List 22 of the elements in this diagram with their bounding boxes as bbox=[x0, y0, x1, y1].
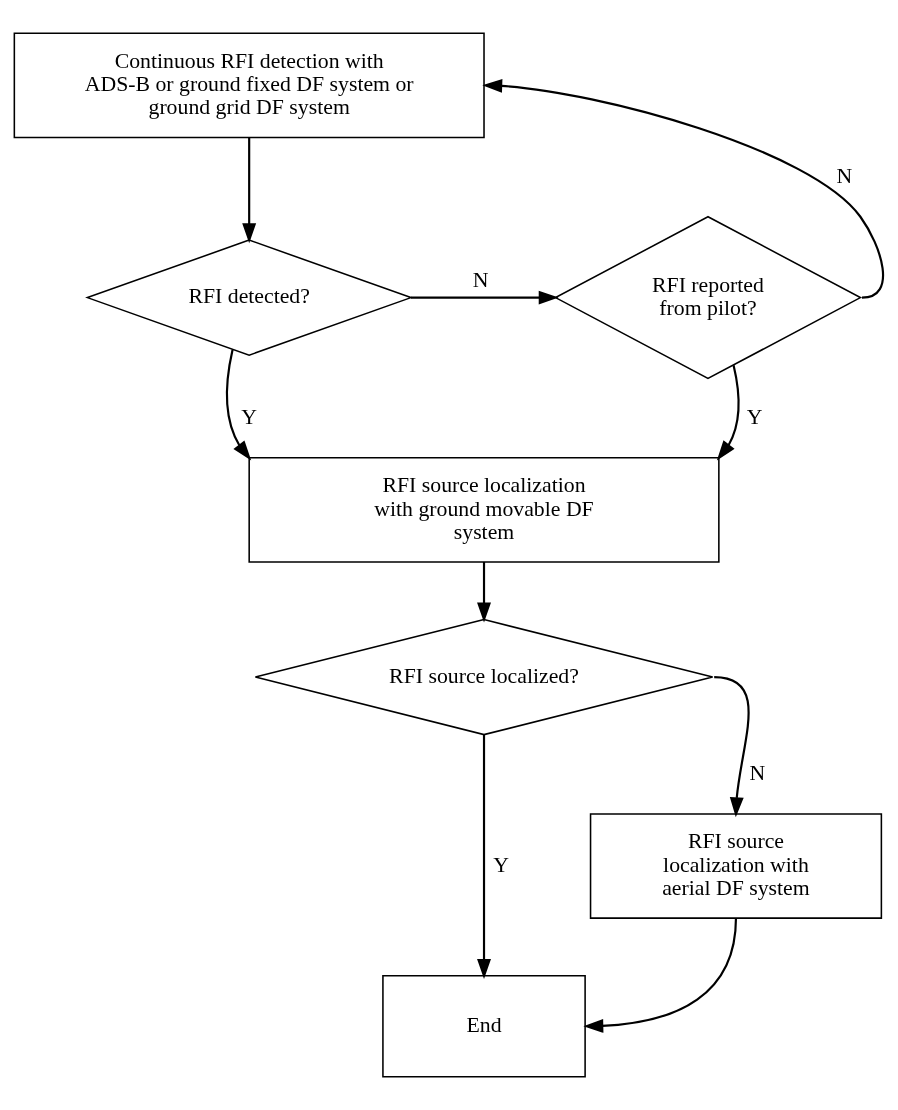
node-box: RFI source localization with ground movable DF system bbox=[248, 457, 720, 563]
edge-label: Y bbox=[746, 404, 762, 429]
edge-label: Y bbox=[241, 404, 257, 429]
edge-label: N bbox=[472, 268, 489, 293]
node-diamond: RFI reported from pilot? bbox=[553, 215, 863, 380]
node-box: Continuous RFI detection with ADS-B or ground fixed DF system or ground grid DF system bbox=[13, 32, 485, 139]
arrow bbox=[410, 290, 559, 305]
node-diamond: RFI detected? bbox=[85, 239, 414, 356]
node-box: End bbox=[382, 974, 586, 1078]
node-box: RFI source localization with aerial DF system bbox=[589, 813, 883, 919]
edge-label: N bbox=[836, 163, 853, 188]
arrow bbox=[226, 349, 252, 461]
arrow bbox=[477, 562, 491, 623]
arrow bbox=[714, 676, 750, 818]
arrow bbox=[583, 918, 738, 1033]
arrow bbox=[242, 137, 257, 244]
node-diamond: RFI source localized? bbox=[254, 618, 714, 736]
arrow bbox=[482, 78, 885, 299]
arrow bbox=[716, 365, 740, 461]
edge-label: Y bbox=[493, 852, 509, 877]
edge-label: N bbox=[749, 761, 766, 786]
arrow bbox=[477, 735, 491, 979]
